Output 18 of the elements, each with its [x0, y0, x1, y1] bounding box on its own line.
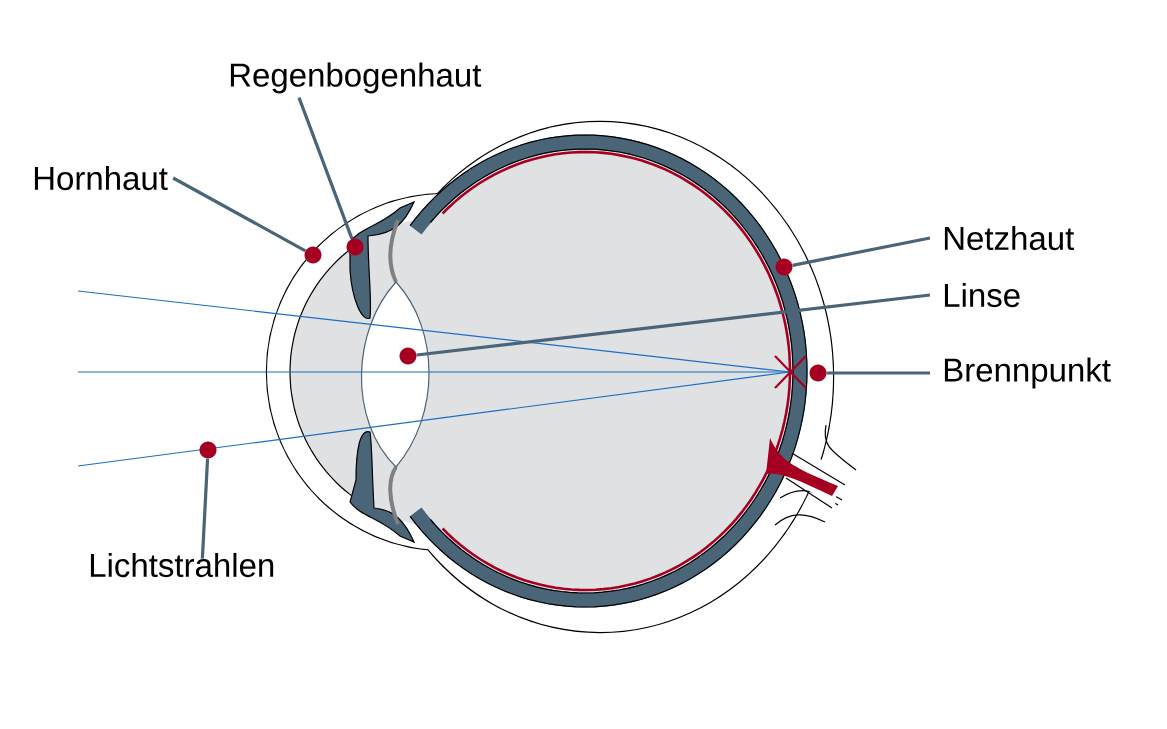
- part-label: Lichtstrahlen: [90, 552, 274, 578]
- leader-line: [172, 176, 307, 253]
- marker-dot: [199, 441, 217, 459]
- leader-line: [792, 236, 931, 267]
- part-label: Regenbogenhaut: [230, 62, 482, 94]
- marker-dot: [304, 246, 322, 264]
- leader-line: [297, 97, 354, 240]
- leader-line: [200, 458, 210, 559]
- leader-line: [416, 293, 931, 357]
- part-label: Netzhaut: [944, 225, 1075, 251]
- leader-line: [826, 371, 930, 375]
- marker-dot: [775, 258, 793, 276]
- marker-dot: [399, 347, 417, 365]
- marker-dot: [809, 364, 827, 382]
- part-label: Linse: [944, 282, 1020, 308]
- part-label: Hornhaut: [34, 165, 168, 191]
- part-label: Brennpunkt: [944, 357, 1111, 389]
- marker-dot: [346, 238, 364, 256]
